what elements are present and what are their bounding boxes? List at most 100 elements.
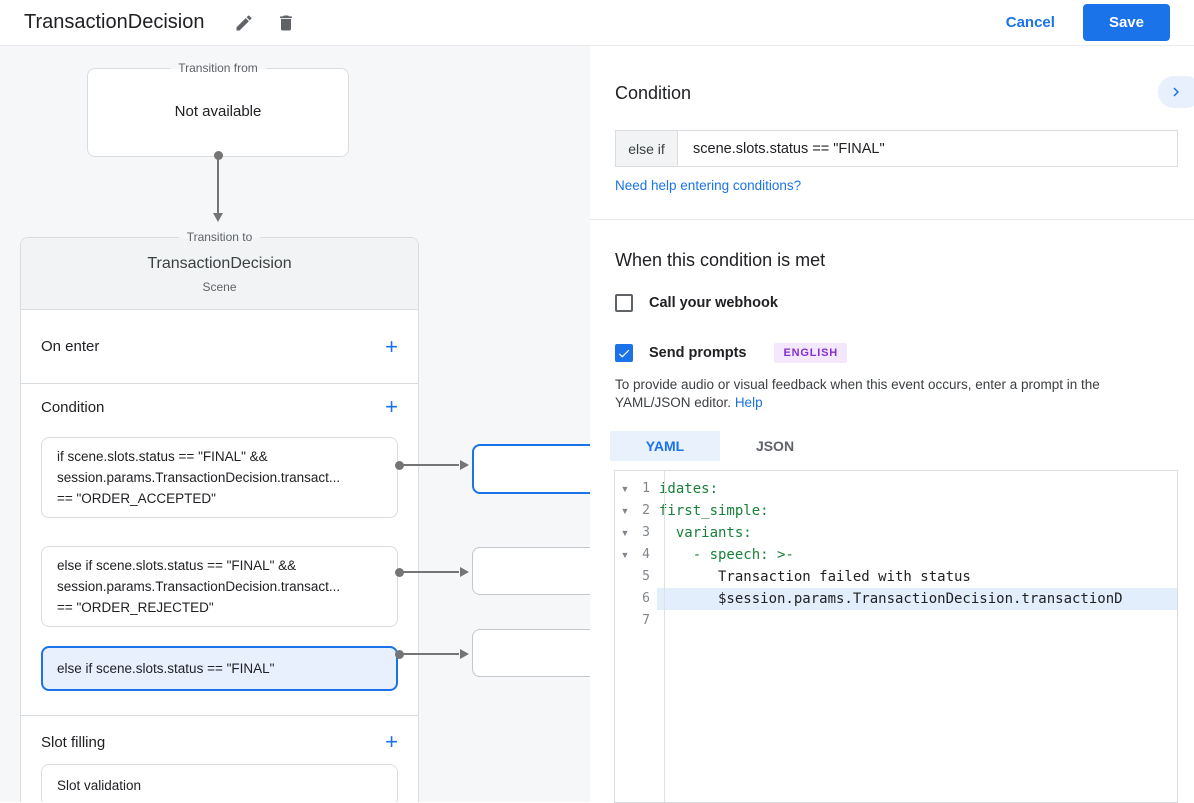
fold-spacer	[615, 588, 635, 610]
code-text: Transaction failed with status	[659, 569, 971, 585]
code-line: ▼ 3 variants:	[615, 522, 1177, 544]
line-number: 4	[642, 547, 650, 562]
transition-to-card: Transition to TransactionDecision Scene …	[20, 230, 419, 802]
connector-dot	[395, 567, 404, 577]
collapse-panel-button[interactable]	[1158, 76, 1194, 108]
delete-icon[interactable]	[270, 7, 302, 39]
when-condition-met-title: When this condition is met	[615, 250, 826, 270]
condition-item-final-selected[interactable]: else if scene.slots.status == "FINAL"	[41, 646, 398, 691]
code-text: first_simple:	[659, 503, 769, 519]
fold-spacer	[615, 566, 635, 588]
on-enter-section: On enter +	[21, 310, 418, 384]
fold-icon[interactable]: ▼	[620, 550, 630, 560]
connector-dot	[213, 151, 223, 160]
prompt-hint: To provide audio or visual feedback when…	[615, 376, 1175, 412]
flow-arrow-down	[213, 151, 223, 223]
condition-section: Condition + if scene.slots.status == "FI…	[21, 384, 418, 716]
condition-connector-1	[395, 460, 469, 470]
code-text: $session.params.TransactionDecision.tran…	[657, 588, 1177, 610]
transition-to-legend: Transition to	[178, 230, 261, 245]
connector-line	[403, 571, 459, 573]
condition-connector-2	[395, 567, 469, 577]
save-button[interactable]: Save	[1082, 4, 1170, 41]
transition-target-node-2[interactable]	[472, 547, 590, 595]
connector-dot	[395, 460, 404, 470]
tab-yaml[interactable]: YAML	[610, 431, 720, 461]
help-link[interactable]: Help	[734, 395, 763, 410]
code-text	[657, 610, 1177, 632]
gutter-separator	[664, 471, 665, 802]
else-if-prefix: else if	[616, 131, 678, 166]
code-text: variants:	[659, 525, 752, 541]
fold-icon[interactable]: ▼	[620, 506, 630, 516]
arrowhead-right-icon	[460, 460, 469, 470]
transition-target-node-3[interactable]	[472, 629, 590, 677]
top-bar-left: TransactionDecision	[24, 7, 302, 39]
fold-icon[interactable]: ▼	[620, 484, 630, 494]
send-prompts-row: Send prompts ENGLISH	[615, 343, 847, 363]
line-number: 5	[642, 569, 650, 584]
code-line: 5 Transaction failed with status	[615, 566, 1177, 588]
panel-divider	[590, 219, 1194, 220]
code-text: idates:	[659, 481, 719, 497]
arrowhead-right-icon	[460, 649, 469, 659]
condition-help-link[interactable]: Need help entering conditions?	[615, 178, 802, 193]
transition-target-node-1[interactable]	[472, 444, 590, 494]
transition-from-box[interactable]: Transition from Not available	[87, 61, 349, 157]
condition-editor-panel: Condition else if Need help entering con…	[590, 46, 1194, 803]
condition-expression-input[interactable]	[678, 131, 1177, 166]
line-number: 6	[642, 591, 650, 606]
page-title: TransactionDecision	[24, 11, 205, 33]
code-line: ▼ 4 - speech: >-	[615, 544, 1177, 566]
line-number: 3	[642, 525, 650, 540]
line-number: 7	[642, 613, 650, 628]
editor-tabs: YAML JSON	[610, 431, 830, 461]
add-slot-icon[interactable]: +	[385, 729, 398, 754]
slot-validation-item[interactable]: Slot validation	[41, 764, 398, 802]
cancel-button[interactable]: Cancel	[1005, 14, 1055, 31]
on-enter-label: On enter	[41, 338, 100, 355]
condition-connector-3	[395, 649, 469, 659]
chevron-right-icon	[1173, 87, 1179, 97]
condition-item-order-accepted[interactable]: if scene.slots.status == "FINAL" && sess…	[41, 437, 398, 518]
condition-section-label: Condition	[41, 398, 105, 416]
code-line: ▼ 2 first_simple:	[615, 500, 1177, 522]
call-webhook-row: Call your webhook	[615, 294, 778, 312]
connector-line	[403, 464, 459, 466]
slot-filling-section: Slot filling + Slot validation	[21, 716, 418, 802]
prompt-hint-text: To provide audio or visual feedback when…	[615, 377, 1100, 410]
call-webhook-checkbox[interactable]	[615, 294, 633, 312]
code-text: - speech: >-	[659, 547, 794, 563]
send-prompts-label: Send prompts	[649, 345, 747, 361]
tab-json[interactable]: JSON	[720, 431, 830, 461]
code-line: 7	[615, 610, 1177, 632]
top-bar-right: Cancel Save	[1006, 4, 1170, 41]
condition-item-order-rejected[interactable]: else if scene.slots.status == "FINAL" &&…	[41, 546, 398, 627]
edit-icon[interactable]	[228, 7, 260, 39]
connector-line	[217, 159, 219, 214]
connector-line	[403, 653, 459, 655]
scene-name: TransactionDecision	[147, 255, 292, 272]
code-line: ▼ 1 idates:	[615, 478, 1177, 500]
connector-dot	[395, 649, 404, 659]
line-number: 2	[642, 503, 650, 518]
panel-title: Condition	[615, 83, 692, 103]
add-on-enter-icon[interactable]: +	[385, 333, 398, 359]
fold-spacer	[615, 610, 635, 632]
transition-from-value: Not available	[174, 103, 262, 120]
send-prompts-checkbox[interactable]	[615, 344, 633, 362]
check-icon	[618, 349, 630, 358]
scene-type-label: Scene	[202, 280, 237, 294]
yaml-code-editor[interactable]: ▼ 1 idates: ▼ 2 first_simple: ▼ 3 varian…	[614, 470, 1178, 803]
top-bar: TransactionDecision Cancel Save	[0, 0, 1194, 46]
fold-icon[interactable]: ▼	[620, 528, 630, 538]
scene-diagram: Transition from Not available Transition…	[0, 46, 590, 802]
language-badge: ENGLISH	[774, 343, 847, 363]
add-condition-icon[interactable]: +	[385, 394, 398, 419]
arrowhead-down-icon	[213, 213, 223, 222]
line-number: 1	[642, 481, 650, 496]
call-webhook-label: Call your webhook	[649, 295, 778, 311]
code-line-active: 6 $session.params.TransactionDecision.tr…	[615, 588, 1177, 610]
slot-filling-label: Slot filling	[41, 733, 106, 751]
arrowhead-right-icon	[460, 567, 469, 577]
